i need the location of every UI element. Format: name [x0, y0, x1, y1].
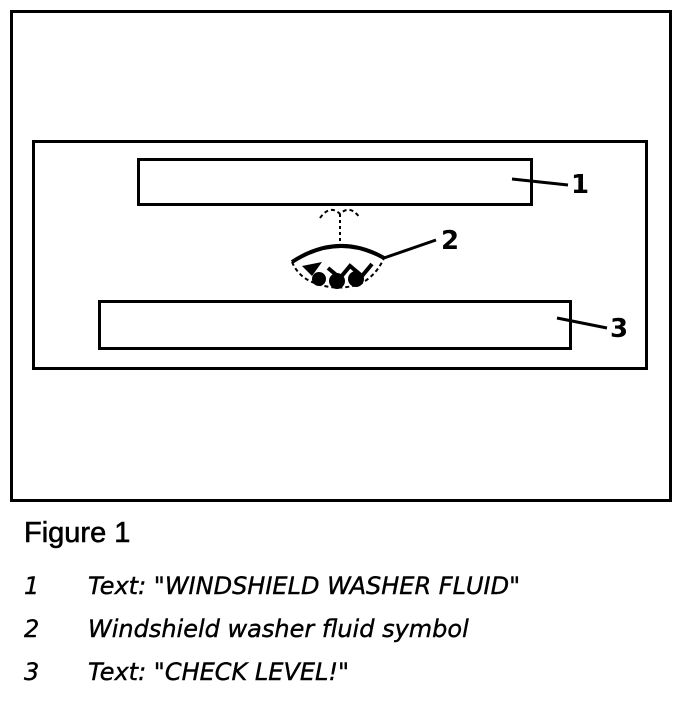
legend-text: Text: "CHECK LEVEL!" [88, 658, 350, 686]
figure-title: Figure 1 [24, 517, 131, 550]
legend-item-1: 1 Text: "WINDSHIELD WASHER FLUID" [24, 572, 674, 615]
legend-item-2: 2 Windshield washer fluid symbol [24, 615, 674, 658]
leader-line-1 [511, 177, 569, 187]
windshield-washer-fluid-icon [290, 208, 385, 289]
figure-frame [10, 10, 672, 502]
callout-1: 1 [571, 170, 590, 200]
display-panel [32, 140, 648, 370]
legend-number: 1 [24, 572, 40, 600]
legend-number: 3 [24, 658, 40, 686]
legend-text: Windshield washer fluid symbol [88, 615, 469, 643]
legend-item-3: 3 Text: "CHECK LEVEL!" [24, 658, 674, 701]
legend: 1 Text: "WINDSHIELD WASHER FLUID" 2 Wind… [24, 572, 674, 701]
legend-number: 2 [24, 615, 40, 643]
leader-line-2 [383, 238, 437, 260]
text-field-check-level [98, 300, 572, 350]
callout-2: 2 [441, 226, 460, 256]
callout-3: 3 [610, 314, 629, 344]
leader-line-3 [556, 316, 608, 330]
legend-text: Text: "WINDSHIELD WASHER FLUID" [88, 572, 521, 600]
